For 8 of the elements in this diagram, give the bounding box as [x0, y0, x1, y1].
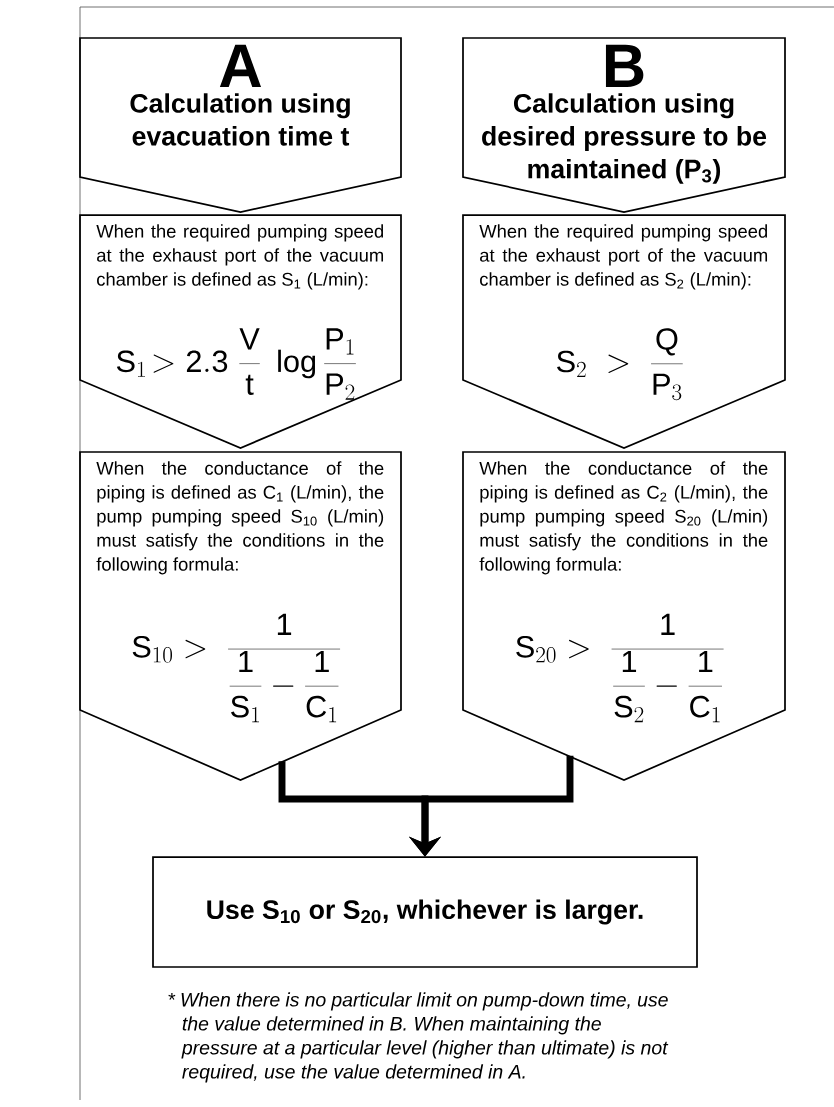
footnote: * When there is no particular limit on pump-down time, use the value determined in B. When maintaining the pressure at a particular level (higher than ultimate) is not required, use the value determined in A. — [168, 992, 669, 1083]
arrow-box: When the conductance of the piping is defined as C$_{1}$ (L/min), the pump pumping speed S$_{10}$ (L/min) must satisfy the conditions in the following formula: $\mathrm{S}_{10} > \;\frac{\mathrm{1}}{\displaystyle\frac{\mathrm{1}}{\mathrm{S}_{1}} - \frac{\mathrm{1}}{\mathrm{C}_{1}}}$ — [79, 451, 402, 781]
header-arrow-box: A Calculation using evacuation time t — [79, 37, 402, 213]
arrow-box: When the required pumping speed at the exhaust port of the vacuum chamber is defined as S$_{2}$ (L/min): $\mathrm{S}_{2}\;>\;\frac{\mathrm{Q}}{\mathrm{P}_{3}}$ — [462, 214, 786, 449]
result-box: Use S$_{10}$ or S$_{20}$, whichever is larger. — [152, 856, 698, 968]
header-arrow-box: B Calculation using desired pressure to be maintained (P$_{3}$) — [462, 37, 786, 213]
arrow-box: When the required pumping speed at the exhaust port of the vacuum chamber is defined as S$_{1}$ (L/min): $\mathrm{S}_{1}\!> \mathrm{2.3}\;\frac{\mathrm{V}}{\mathrm{t}}\;\log\frac{\mathrm{P}_{1}}{\mathrm{P}_{2}}$ — [79, 214, 402, 449]
arrow-box: When the conductance of the piping is defined as C$_{2}$ (L/min), the pump pumping speed S$_{20}$ (L/min) must satisfy the conditions in the following formula: $\mathrm{S}_{20} > \;\frac{\mathrm{1}}{\displaystyle\frac{\mathrm{1}}{\mathrm{S}_{2}} - \frac{\mathrm{1}}{\mathrm{C}_{1}}}$ — [462, 451, 786, 781]
